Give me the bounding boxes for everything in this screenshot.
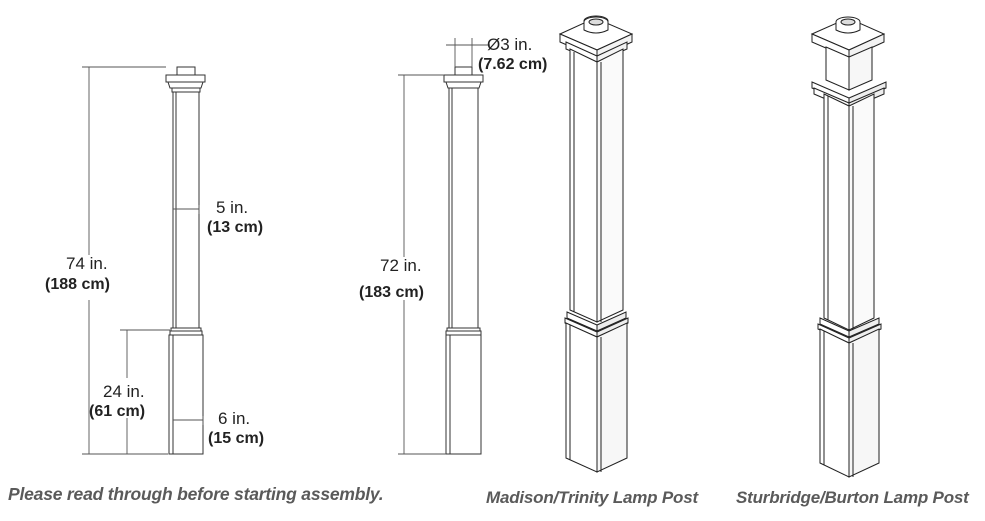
- post-b-top-in: Ø3 in.: [487, 35, 532, 54]
- post-a-height-cm: (188 cm): [45, 276, 110, 293]
- madison-post-drawing: [558, 15, 634, 473]
- sturbridge-caption: Sturbridge/Burton Lamp Post: [736, 488, 969, 507]
- post-a-drawing: [165, 66, 206, 455]
- post-b-drawing: [443, 66, 484, 455]
- post-b-dimensions: [398, 38, 490, 455]
- post-a-base-in: 6 in.: [218, 409, 250, 428]
- post-a-height-in: 74 in.: [66, 254, 108, 273]
- sturbridge-post-drawing: [810, 16, 887, 478]
- assembly-note: Please read through before starting asse…: [8, 484, 384, 504]
- post-a-shaft-in: 5 in.: [216, 198, 248, 217]
- post-b-height-cm: (183 cm): [359, 284, 424, 301]
- post-a-base-height-in: 24 in.: [103, 382, 145, 401]
- madison-caption: Madison/Trinity Lamp Post: [486, 488, 698, 507]
- post-a-shaft-cm: (13 cm): [207, 219, 263, 236]
- post-a-dimensions: [82, 66, 204, 455]
- post-a-base-cm: (15 cm): [208, 430, 264, 447]
- post-b-top-cm: (7.62 cm): [478, 56, 547, 73]
- post-b-height-in: 72 in.: [380, 256, 422, 275]
- post-a-base-height-cm: (61 cm): [89, 403, 145, 420]
